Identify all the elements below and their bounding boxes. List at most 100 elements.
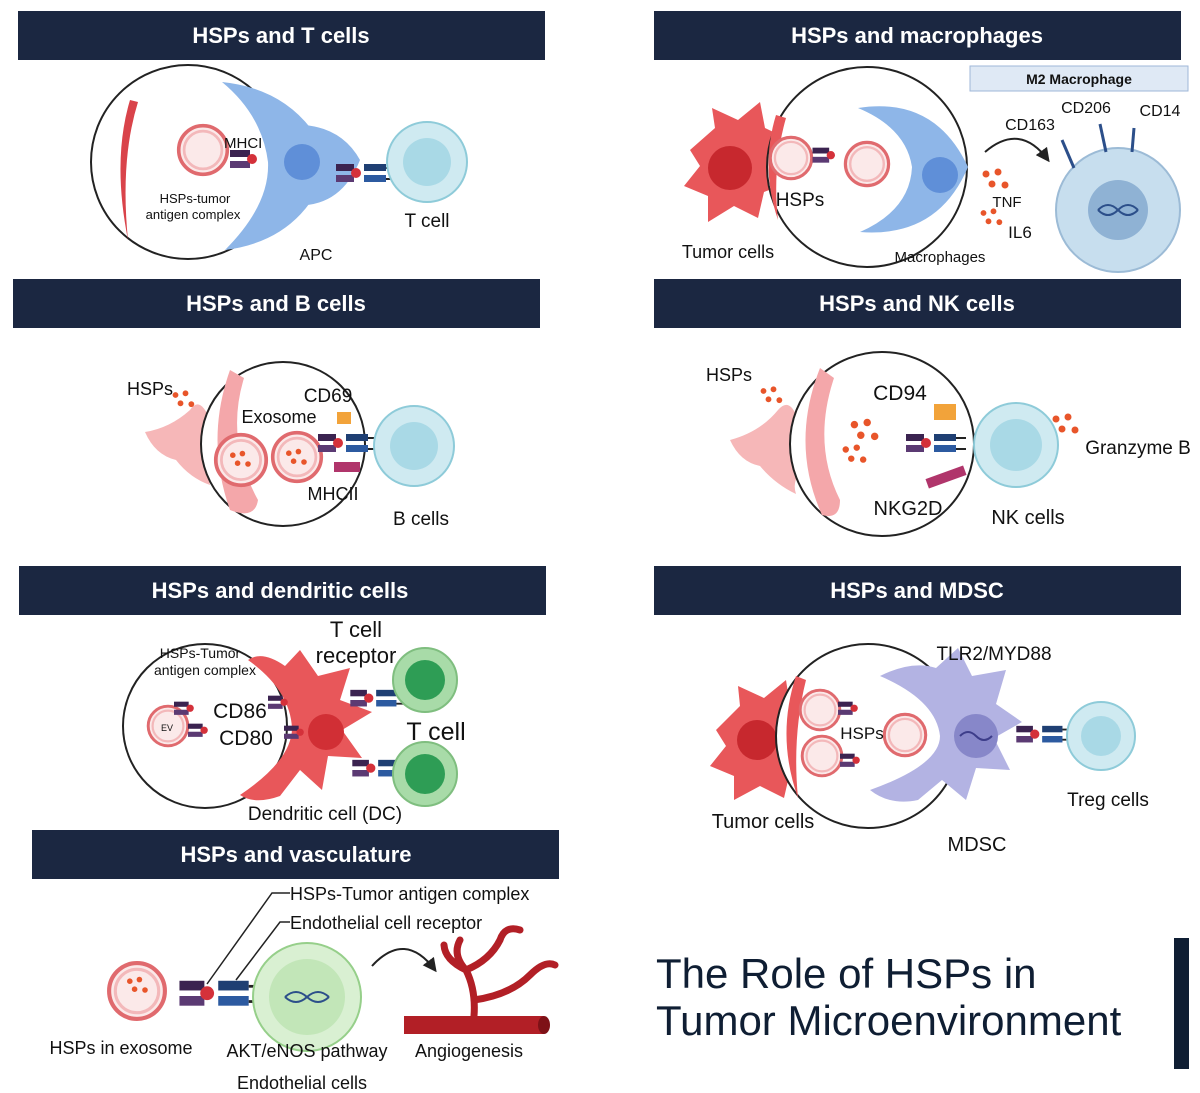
treg-label: Treg cells	[1067, 790, 1149, 811]
exosome-vesicle	[176, 123, 230, 177]
cytokine-dots	[982, 168, 1009, 189]
hsps-label: HSPs	[840, 724, 883, 743]
panel-mdsc: HSPs and MDSC TLR2/MYD88 HSPs Tumor cell…	[654, 566, 1181, 856]
panel-vasculature: HSPs and vasculature HSPs-Tumor antigen …	[32, 830, 559, 1093]
panel-header	[654, 279, 1181, 328]
tumor-label: Tumor cells	[712, 811, 815, 833]
panel-nk-cells: HSPs and NK cells HSPs CD94 Granzyme B N…	[654, 279, 1191, 537]
panel-title: HSPs and T cells	[192, 23, 369, 48]
tcr-label-2: receptor	[316, 643, 397, 668]
vessel-branches	[440, 925, 559, 1020]
macrophage-body	[858, 106, 968, 233]
tcr-label-1: T cell	[330, 617, 382, 642]
tumor-membrane	[120, 100, 138, 240]
panel-header	[654, 566, 1181, 615]
nkg2d-receptor	[925, 465, 967, 489]
panel-macrophages: HSPs and macrophages M2 Macrophage CD163…	[654, 11, 1189, 273]
leader-line	[235, 921, 290, 981]
main-title-line-2: Tumor Microenvironment	[656, 997, 1122, 1044]
exosome-vesicle	[882, 712, 928, 758]
b-cell-nucleus	[390, 422, 438, 470]
mhci-label: MHCI	[224, 135, 262, 152]
apc-label: APC	[300, 247, 333, 264]
cd206-label: CD206	[1061, 100, 1111, 117]
panel-b-cells: HSPs and B cells HSPs Exosome CD69 MHCII…	[13, 279, 540, 530]
apc-nucleus	[284, 144, 320, 180]
exosome-vesicle	[843, 140, 891, 188]
dendritic-cell	[240, 650, 372, 801]
hsp-dots	[760, 386, 783, 404]
exosome-vesicle	[798, 688, 842, 732]
macrophage-nucleus	[922, 157, 958, 193]
t-cell-nucleus	[405, 754, 445, 794]
m2-badge	[969, 65, 1189, 92]
exosome-vesicle	[270, 430, 324, 484]
tumor-membrane	[768, 115, 786, 220]
hsps-label: HSPs	[127, 379, 173, 399]
akt-label: AKT/eNOS pathway	[226, 1041, 387, 1061]
m2-label: M2 Macrophage	[1026, 71, 1132, 87]
cd69-label: CD69	[304, 386, 353, 407]
mdsc-cell	[870, 648, 1022, 802]
nkg2d-label: NKG2D	[874, 498, 943, 520]
t-cell-nucleus	[405, 660, 445, 700]
mdsc-label: MDSC	[948, 834, 1007, 856]
tumor-nucleus	[737, 720, 777, 760]
cd94-icon	[934, 404, 956, 420]
cd80-label: CD80	[219, 727, 273, 750]
panel-title: HSPs and MDSC	[830, 578, 1004, 603]
treg-receptor	[1016, 724, 1072, 744]
exosome-label: HSPs in exosome	[49, 1038, 192, 1058]
blood-vessel	[404, 1016, 544, 1034]
tnf-label: TNF	[992, 194, 1021, 211]
t-cell-label: T cell	[404, 211, 449, 232]
t-cell-nucleus	[403, 138, 451, 186]
endothelial-receptor	[178, 979, 264, 1008]
complex-label-1: HSPs-tumor	[160, 191, 231, 206]
cd206-receptor	[1098, 123, 1108, 153]
tumor-label: Tumor cells	[682, 242, 774, 262]
panel-dendritic-cells: HSPs and dendritic cells HSPs-Tumor anti…	[19, 566, 546, 825]
cd14-receptor	[1130, 127, 1136, 153]
il6-label: IL6	[1008, 223, 1032, 242]
granzyme-label: Granzyme B	[1085, 438, 1191, 459]
treg-nucleus	[1081, 716, 1121, 756]
cd163-label: CD163	[1005, 117, 1055, 134]
cd69-receptor	[337, 412, 351, 424]
mhcii-label: MHCII	[308, 484, 359, 504]
vessel-opening	[538, 1016, 550, 1034]
dna-icon	[959, 731, 993, 741]
dc-nucleus	[308, 714, 344, 750]
hsps-label: HSPs	[706, 365, 752, 385]
mhcii-bar	[334, 462, 360, 472]
exosome-vesicle	[800, 734, 844, 778]
main-title-line-1: The Role of HSPs in	[656, 950, 1037, 997]
nk-cell-nucleus	[990, 419, 1042, 471]
cd163-receptor	[1060, 139, 1076, 169]
receptor-label: Endothelial cell receptor	[290, 913, 482, 933]
exosome-vesicle	[213, 432, 269, 488]
panel-title: HSPs and dendritic cells	[152, 578, 409, 603]
complex-label-2: antigen complex	[146, 207, 241, 222]
hsp-dots	[172, 390, 195, 408]
apc-body	[222, 82, 330, 250]
angiogenesis-arrow	[371, 948, 437, 973]
cd86-label: CD86	[213, 700, 267, 723]
panel-header	[18, 11, 545, 60]
exosome-label: Exosome	[241, 407, 316, 427]
panel-title: HSPs and macrophages	[791, 23, 1043, 48]
cd94-label: CD94	[873, 382, 927, 405]
tumor-membrane	[786, 676, 806, 798]
nk-cells-label: NK cells	[991, 507, 1064, 529]
panel-title: HSPs and NK cells	[819, 291, 1015, 316]
panel-header	[32, 830, 559, 879]
endothelial-label: Endothelial cells	[237, 1073, 367, 1093]
panel-header	[13, 279, 540, 328]
panel-title: HSPs and B cells	[186, 291, 366, 316]
angiogenesis-label: Angiogenesis	[415, 1041, 523, 1061]
b-cells-label: B cells	[393, 509, 449, 530]
leader-line	[206, 892, 290, 985]
polarization-arrow	[984, 137, 1050, 163]
tlr-label: TLR2/MYD88	[936, 644, 1051, 665]
